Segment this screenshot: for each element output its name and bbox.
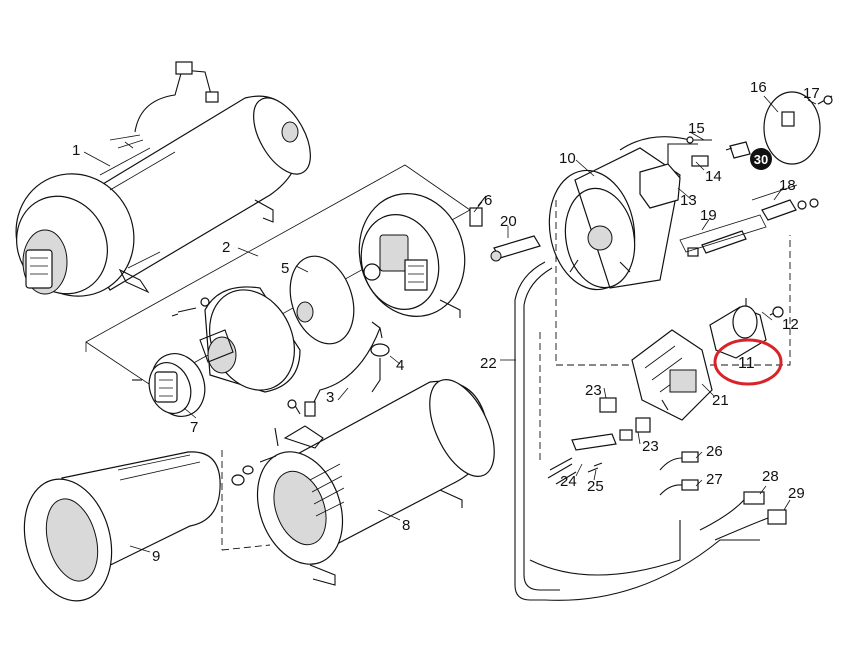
part-11-flame-sensor[interactable] <box>709 298 767 359</box>
callout-4: 4 <box>396 357 404 374</box>
callout-22: 22 <box>480 355 497 372</box>
part-27-connector[interactable] <box>659 479 699 496</box>
callout-16: 16 <box>750 79 767 96</box>
part-28-connector[interactable] <box>743 491 765 505</box>
part-6-fan-motor[interactable] <box>346 182 487 329</box>
highlight-ring-part-11 <box>713 338 783 386</box>
part-26-connector[interactable] <box>659 451 699 471</box>
part-21-control-unit[interactable] <box>631 329 713 421</box>
part-15-pin[interactable] <box>686 136 712 144</box>
callout-10: 10 <box>559 150 576 167</box>
callout-3: 3 <box>326 389 334 406</box>
part-13-pump[interactable] <box>619 136 698 209</box>
part-7-end-cap[interactable] <box>132 346 213 424</box>
callout-15: 15 <box>688 120 705 137</box>
part-20-fitting[interactable] <box>490 235 541 262</box>
part-9-combustion-tube[interactable] <box>11 451 221 611</box>
part-8-heat-exchanger[interactable] <box>243 370 508 586</box>
part-29-connector[interactable] <box>699 499 787 541</box>
callout-30-badge: 30 <box>750 148 772 170</box>
callout-18: 18 <box>779 177 796 194</box>
part-18-electrode-holder[interactable] <box>751 184 819 221</box>
part-14-clip[interactable] <box>691 155 709 167</box>
part-19-glow-plug[interactable] <box>679 214 767 257</box>
callout-27: 27 <box>706 471 723 488</box>
callout-12: 12 <box>782 316 799 333</box>
callout-5: 5 <box>281 260 289 277</box>
part-4-clip[interactable] <box>370 321 390 357</box>
part-1-heater-assembly[interactable] <box>0 61 322 317</box>
part-23-relay-upper[interactable] <box>599 397 617 413</box>
part-24-plug[interactable] <box>547 433 617 485</box>
callout-14: 14 <box>705 168 722 185</box>
callout-23-upper: 23 <box>585 382 602 399</box>
part-17-screw[interactable] <box>817 95 833 105</box>
callout-2: 2 <box>222 239 230 256</box>
callout-1: 1 <box>72 142 80 159</box>
fasteners-group <box>231 399 297 486</box>
part-22-fuel-line[interactable] <box>514 261 760 601</box>
callout-13: 13 <box>680 192 697 209</box>
callout-21: 21 <box>712 392 729 409</box>
callout-20: 20 <box>500 213 517 230</box>
callout-19: 19 <box>700 207 717 224</box>
callout-29: 29 <box>788 485 805 502</box>
callout-17: 17 <box>803 85 820 102</box>
callout-23-lower: 23 <box>642 438 659 455</box>
part-2-blower-housing[interactable] <box>171 276 310 404</box>
callout-7: 7 <box>190 419 198 436</box>
part-10-burner-head[interactable] <box>540 147 681 296</box>
callout-8: 8 <box>402 517 410 534</box>
part-16-plate[interactable] <box>763 91 821 165</box>
part-30-connector[interactable] <box>725 141 751 159</box>
callout-11: 11 <box>738 355 755 372</box>
part-25-pins[interactable] <box>587 462 603 473</box>
part-5-disc[interactable] <box>280 248 365 352</box>
callout-25: 25 <box>587 478 604 495</box>
callout-6: 6 <box>484 192 492 209</box>
callout-26: 26 <box>706 443 723 460</box>
callout-30: 30 <box>754 152 768 167</box>
callout-9: 9 <box>152 548 160 565</box>
callout-24: 24 <box>560 473 577 490</box>
callout-28: 28 <box>762 468 779 485</box>
part-12-sensor-bolt[interactable] <box>769 306 784 318</box>
part-23-relay-lower[interactable] <box>619 417 651 441</box>
